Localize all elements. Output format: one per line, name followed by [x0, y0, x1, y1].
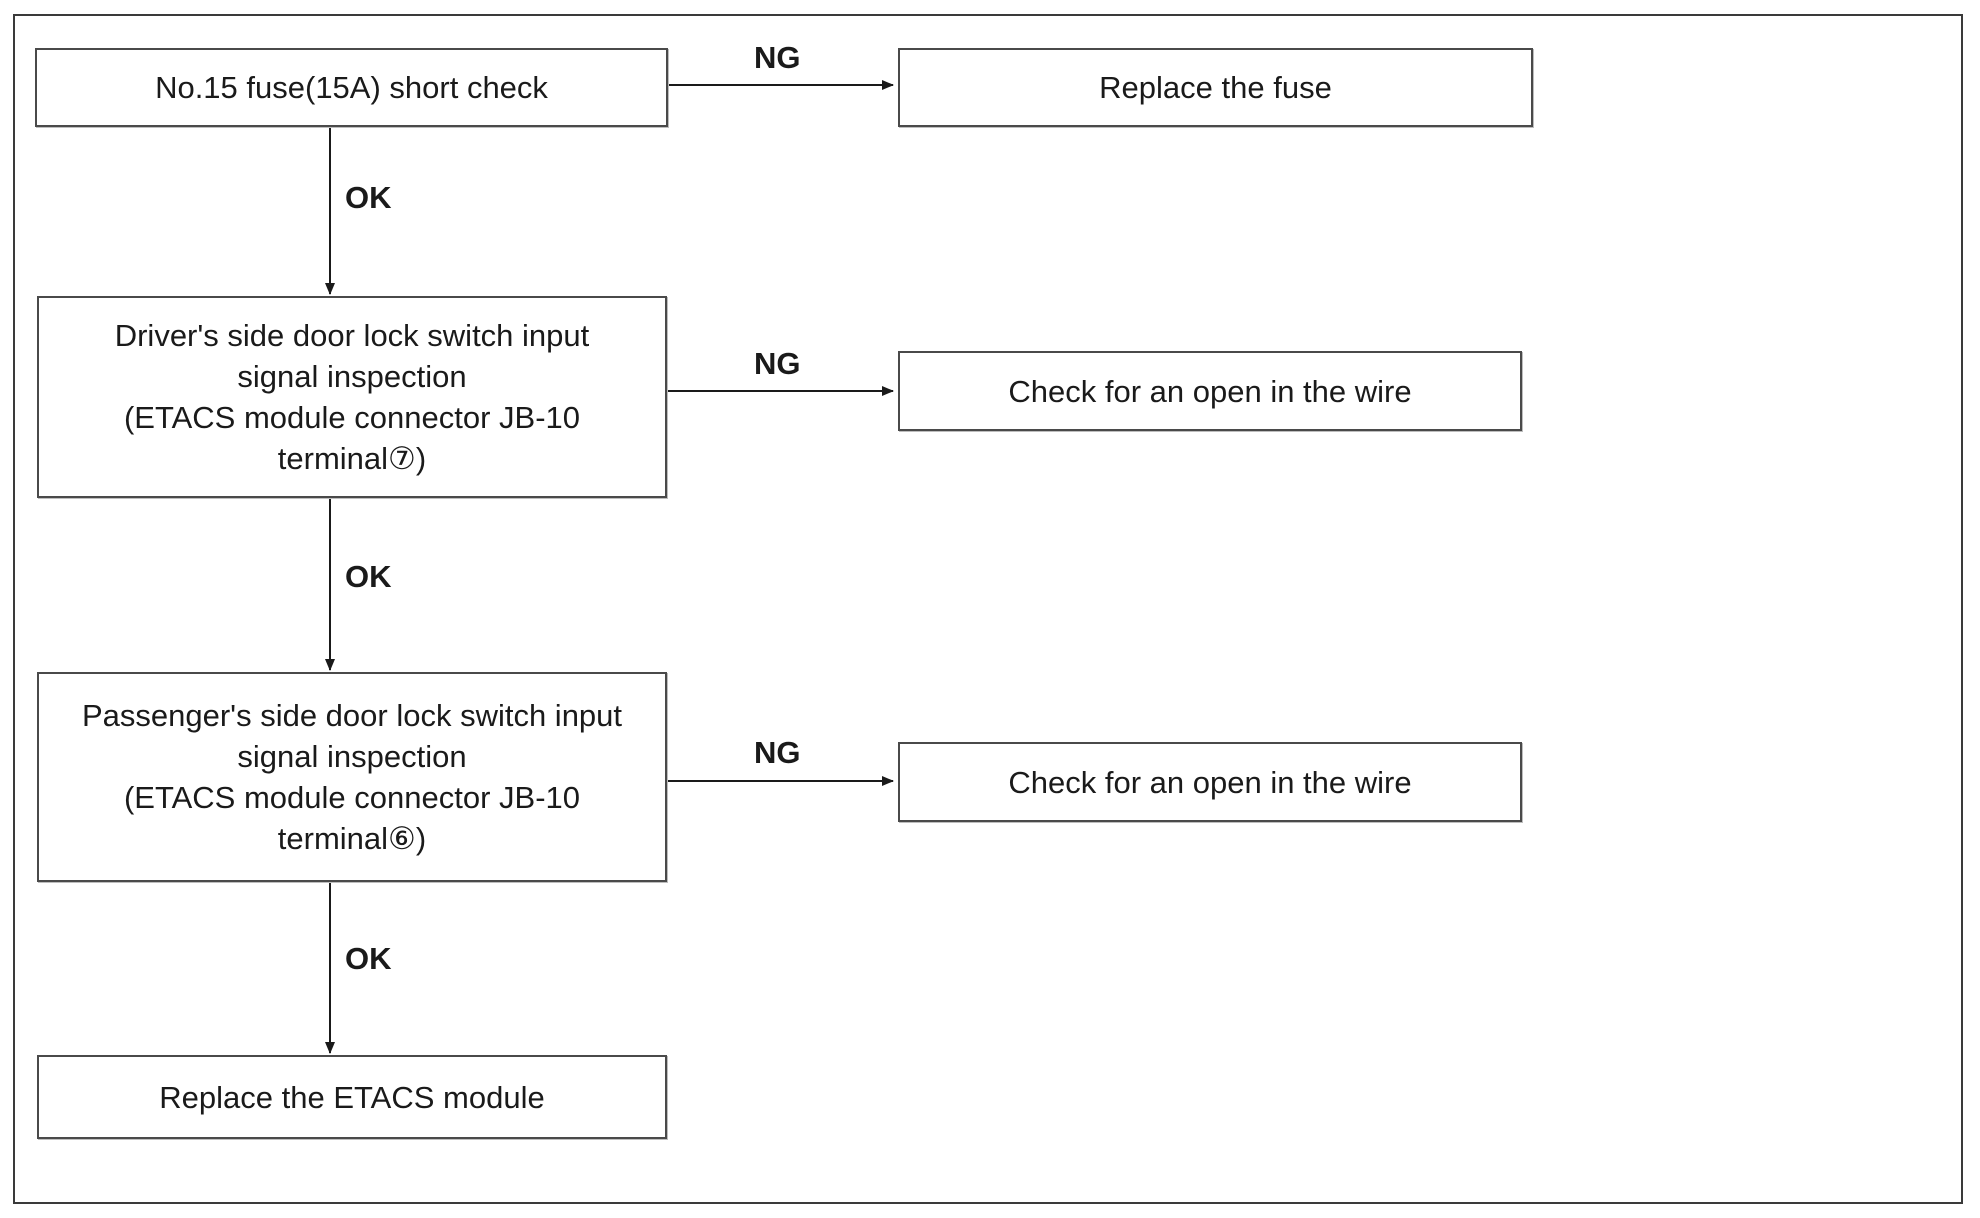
edge-label-ng-1: NG: [754, 40, 801, 75]
node-replace-fuse-text: Replace the fuse: [1099, 70, 1332, 105]
node-passenger-inspection-text: Passenger's side door lock switch input …: [82, 695, 622, 859]
diagram-frame: [13, 14, 1963, 1204]
edge-label-ok-2: OK: [345, 559, 392, 594]
node-driver-inspection-text: Driver's side door lock switch input sig…: [115, 315, 590, 479]
node-fuse-check: No.15 fuse(15A) short check: [35, 48, 668, 127]
node-driver-inspection-line-2: signal inspection: [237, 359, 467, 394]
node-passenger-inspection-line-4: terminal⑥): [277, 821, 427, 856]
node-open-wire-2-text: Check for an open in the wire: [1008, 764, 1412, 800]
node-open-wire-1: Check for an open in the wire: [898, 351, 1522, 431]
node-open-wire-1-text: Check for an open in the wire: [1008, 373, 1412, 409]
edge-label-ng-3: NG: [754, 735, 801, 770]
node-driver-inspection: Driver's side door lock switch input sig…: [37, 296, 667, 498]
node-passenger-inspection-line-1: Passenger's side door lock switch input: [81, 698, 623, 733]
node-passenger-inspection: Passenger's side door lock switch input …: [37, 672, 667, 882]
edge-label-ng-2: NG: [754, 346, 801, 381]
edge-label-ok-1: OK: [345, 180, 392, 215]
node-replace-module-text: Replace the ETACS module: [159, 1079, 545, 1115]
node-open-wire-2: Check for an open in the wire: [898, 742, 1522, 822]
node-replace-module: Replace the ETACS module: [37, 1055, 667, 1139]
node-driver-inspection-line-1: Driver's side door lock switch input: [114, 318, 590, 353]
node-driver-inspection-line-4: terminal⑦): [277, 441, 427, 476]
node-replace-fuse: Replace the fuse: [898, 48, 1533, 127]
node-driver-inspection-line-3: (ETACS module connector JB-10: [123, 400, 580, 435]
node-passenger-inspection-line-2: signal inspection: [237, 739, 467, 774]
node-passenger-inspection-line-3: (ETACS module connector JB-10: [123, 780, 580, 815]
node-fuse-check-text: No.15 fuse(15A) short check: [155, 70, 548, 105]
edge-label-ok-3: OK: [345, 941, 392, 976]
